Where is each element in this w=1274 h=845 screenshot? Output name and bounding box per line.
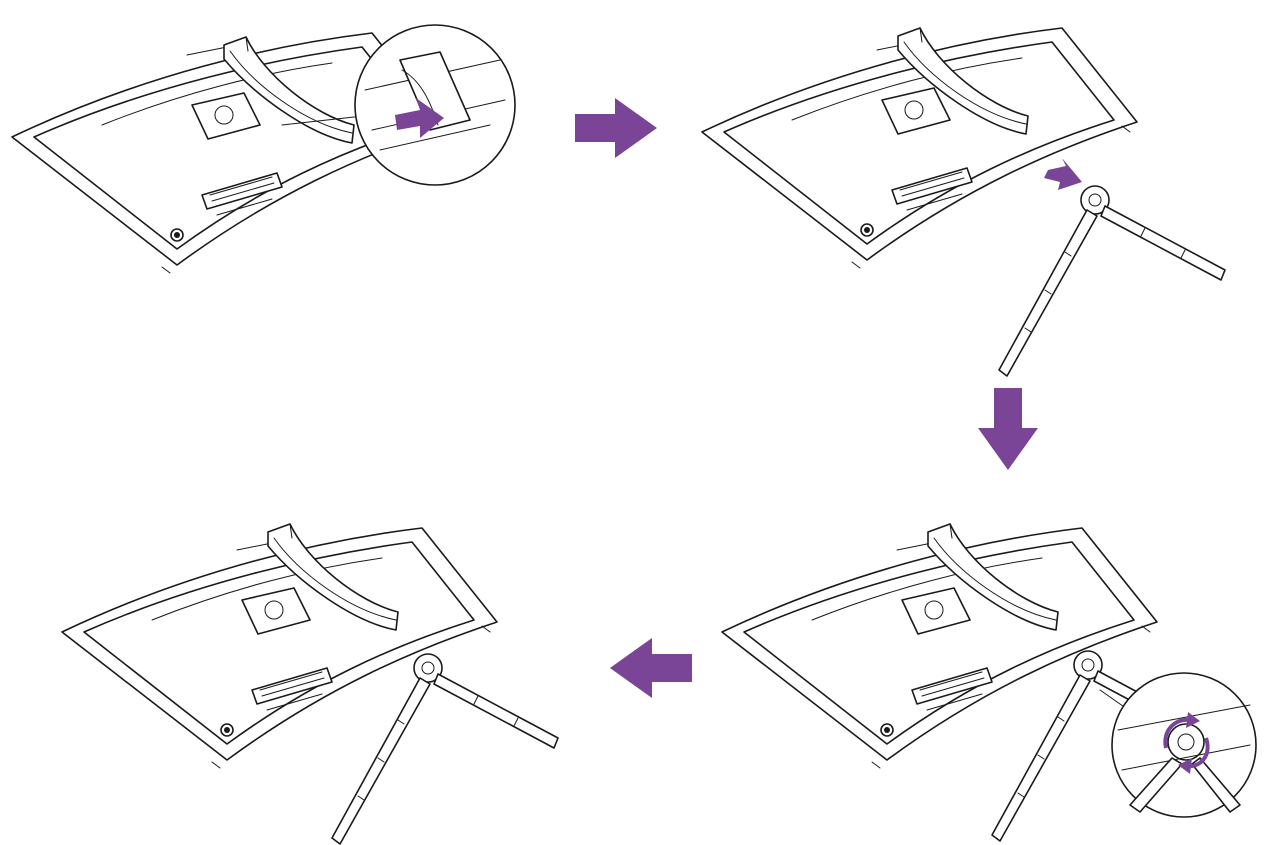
arrow-down-icon <box>978 388 1038 470</box>
step-3-zoom-callout <box>1111 672 1257 818</box>
step-2-insert-base <box>701 27 1226 377</box>
arrow-right-icon <box>575 98 657 158</box>
step-4-assembled <box>61 523 559 845</box>
arrow-left-icon <box>610 638 692 698</box>
insert-arrow-icon <box>1044 158 1082 190</box>
step-1-zoom-callout <box>354 24 516 186</box>
zoom-push-arrow <box>395 98 444 138</box>
rotate-screw-icon <box>1163 717 1191 749</box>
